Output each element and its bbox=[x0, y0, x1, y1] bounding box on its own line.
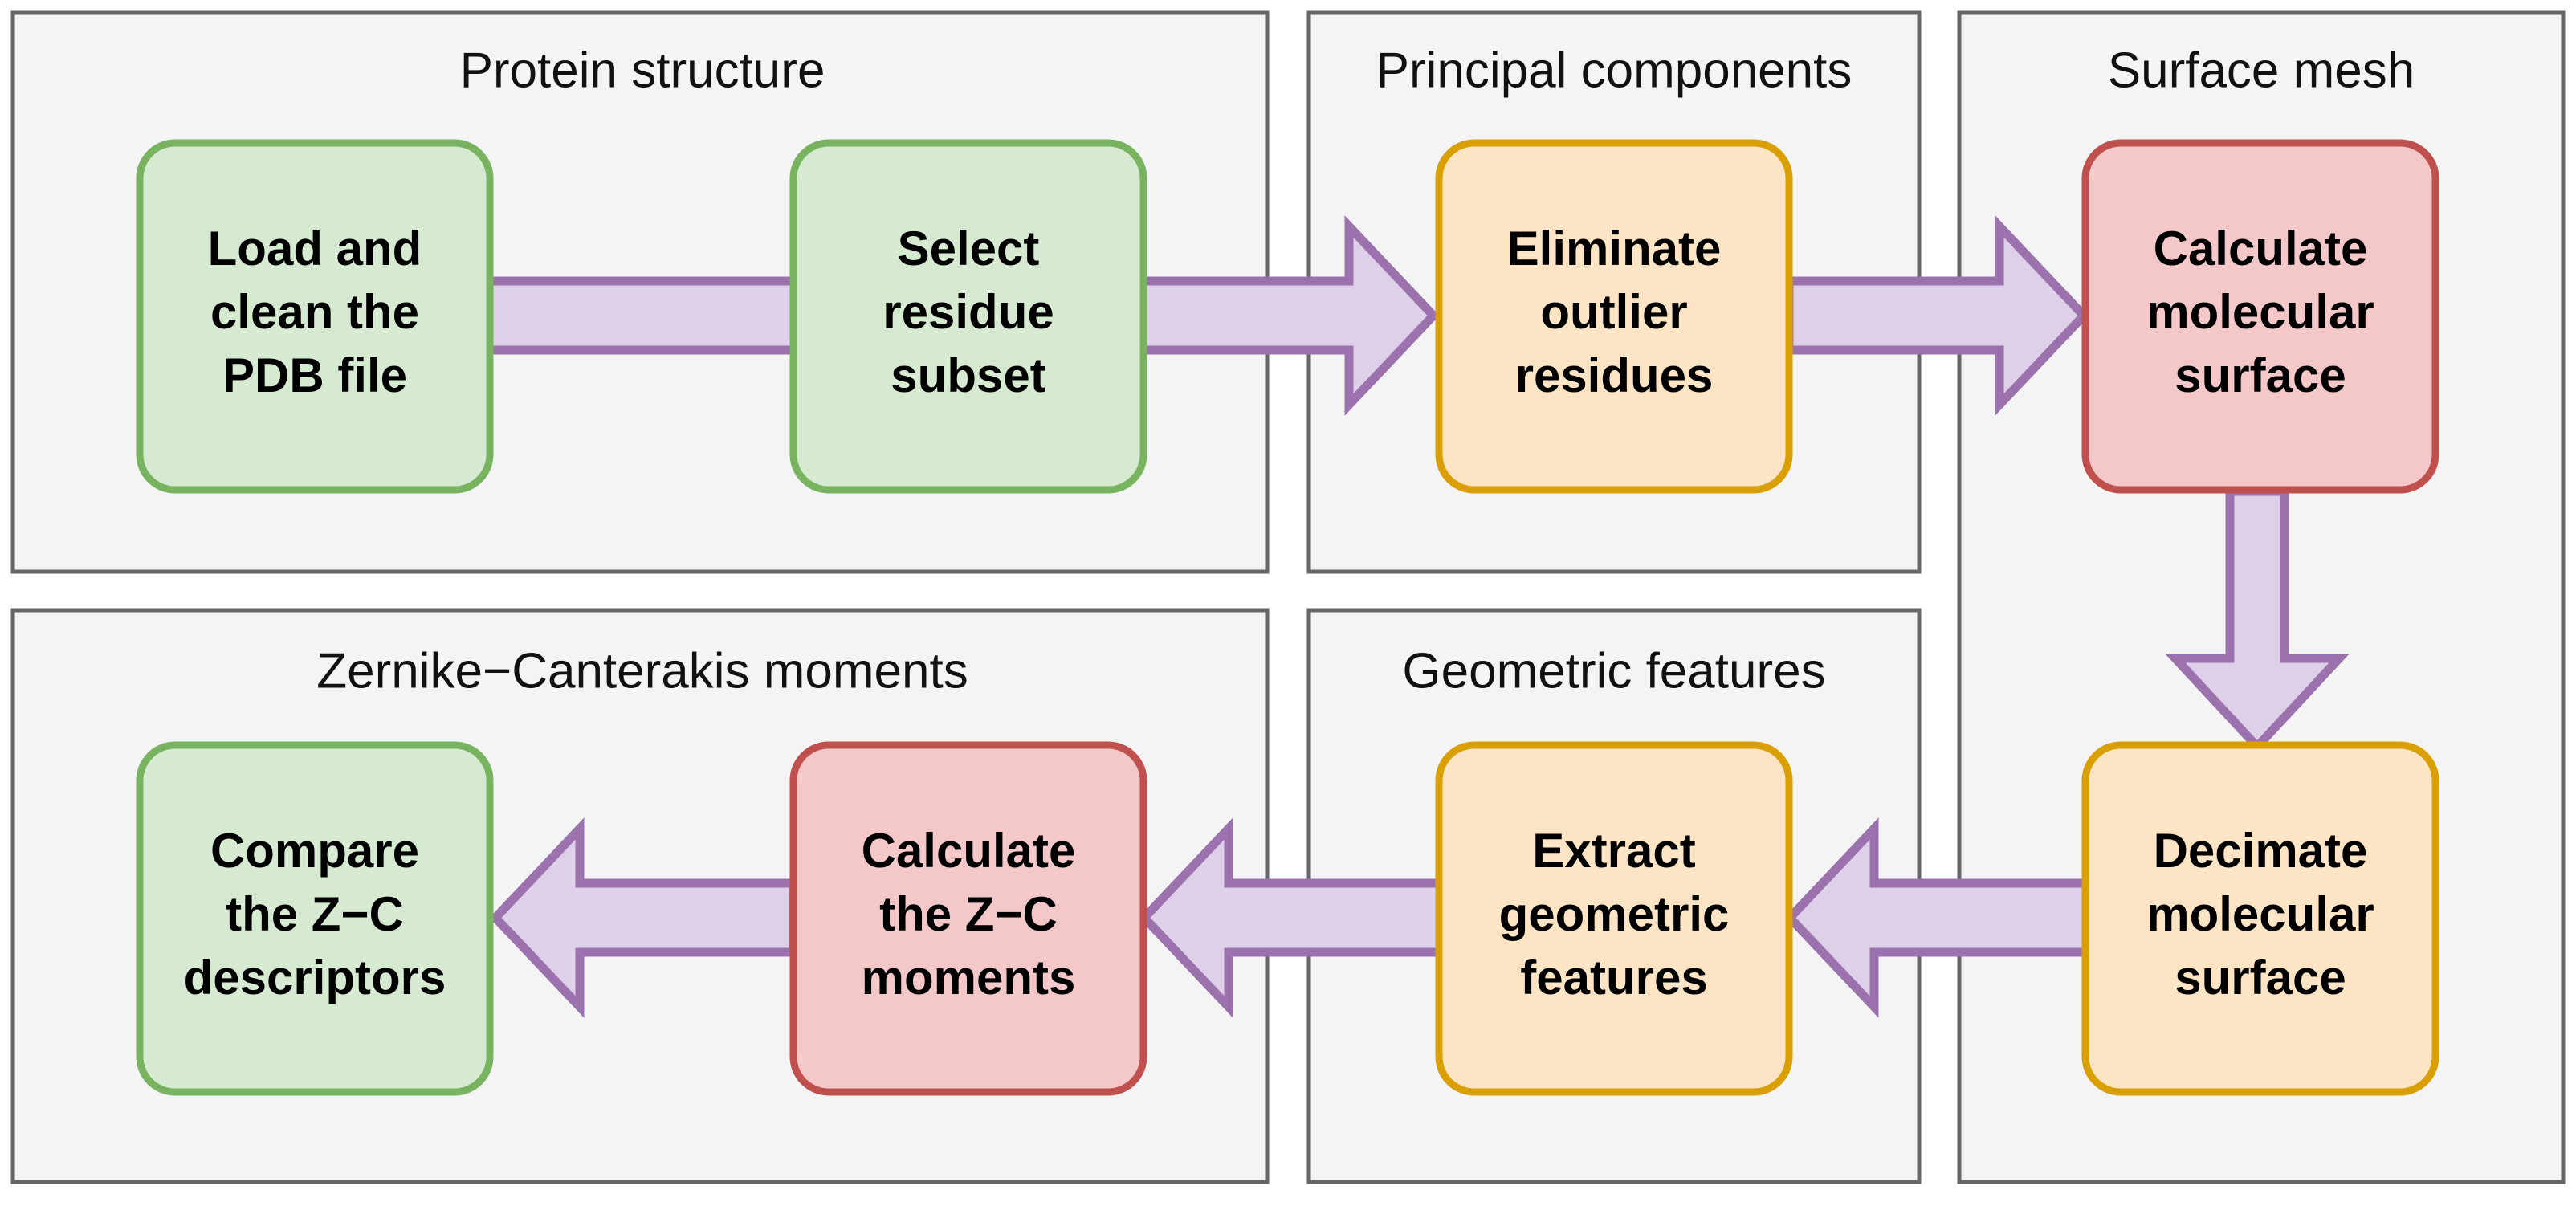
node-select-residue-subset-rect[interactable] bbox=[789, 139, 1147, 494]
node-calculate-molecular-surface-line-2: molecular bbox=[2146, 285, 2374, 339]
node-compare-zc-descriptors-line-3: descriptors bbox=[184, 951, 446, 1004]
node-calculate-zc-moments-rect[interactable] bbox=[789, 741, 1147, 1096]
node-decimate-molecular-surface[interactable]: Decimate molecular surface bbox=[2081, 741, 2439, 1096]
node-extract-geometric-features[interactable]: Extract geometric features bbox=[1435, 741, 1793, 1096]
node-decimate-molecular-surface-rect[interactable] bbox=[2081, 741, 2439, 1096]
node-load-clean-pdb-line-1: Load and bbox=[208, 222, 422, 275]
node-decimate-molecular-surface-line-1: Decimate bbox=[2154, 824, 2368, 878]
node-eliminate-outlier-residues-rect[interactable] bbox=[1435, 139, 1793, 494]
node-calculate-molecular-surface-line-3: surface bbox=[2175, 348, 2346, 402]
arrow-extract-to-moments bbox=[1138, 817, 1447, 1018]
node-calculate-zc-moments[interactable]: Calculate the Z−C moments bbox=[789, 741, 1147, 1096]
node-calculate-zc-moments-line-2: the Z−C bbox=[879, 887, 1058, 941]
node-calculate-zc-moments-line-1: Calculate bbox=[862, 824, 1076, 878]
node-extract-geometric-features-line-2: geometric bbox=[1499, 887, 1730, 941]
node-extract-geometric-features-line-3: features bbox=[1520, 951, 1707, 1004]
node-compare-zc-descriptors-line-1: Compare bbox=[210, 824, 419, 878]
node-decimate-molecular-surface-line-2: molecular bbox=[2146, 887, 2374, 941]
node-select-residue-subset[interactable]: Select residue subset bbox=[789, 139, 1147, 494]
node-eliminate-outlier-residues-line-2: outlier bbox=[1540, 285, 1687, 339]
node-extract-geometric-features-rect[interactable] bbox=[1435, 741, 1793, 1096]
panel-geometric-features-title: Geometric features bbox=[1402, 643, 1825, 699]
node-load-clean-pdb-line-3: PDB file bbox=[222, 348, 407, 402]
node-calculate-molecular-surface-line-1: Calculate bbox=[2154, 222, 2368, 275]
panel-surface-mesh-title: Surface mesh bbox=[2108, 43, 2415, 98]
node-calculate-zc-moments-line-3: moments bbox=[862, 951, 1076, 1004]
node-select-residue-subset-line-2: residue bbox=[882, 285, 1054, 339]
node-load-clean-pdb-rect[interactable] bbox=[136, 139, 494, 494]
node-select-residue-subset-line-1: Select bbox=[898, 222, 1040, 275]
arrow-calc-to-decimate bbox=[2165, 487, 2350, 754]
node-load-clean-pdb-line-2: clean the bbox=[210, 285, 419, 339]
arrow-moments-to-compare bbox=[489, 817, 798, 1018]
node-group: Load and clean the PDB file Select resid… bbox=[136, 139, 2439, 1096]
node-calculate-molecular-surface[interactable]: Calculate molecular surface bbox=[2081, 139, 2439, 494]
panel-zernike-canterakis-moments-title: Zernike−Canterakis moments bbox=[316, 643, 968, 699]
node-select-residue-subset-line-3: subset bbox=[891, 348, 1045, 402]
node-compare-zc-descriptors-rect[interactable] bbox=[136, 741, 494, 1096]
node-calculate-molecular-surface-rect[interactable] bbox=[2081, 139, 2439, 494]
arrow-eliminate-to-calc bbox=[1784, 215, 2090, 416]
node-compare-zc-descriptors[interactable]: Compare the Z−C descriptors bbox=[136, 741, 494, 1096]
arrow-decimate-to-extract bbox=[1783, 817, 2093, 1018]
node-load-clean-pdb[interactable]: Load and clean the PDB file bbox=[136, 139, 494, 494]
panel-principal-components-title: Principal components bbox=[1376, 43, 1853, 98]
arrow-select-to-eliminate bbox=[1134, 215, 1440, 416]
node-decimate-molecular-surface-line-3: surface bbox=[2175, 951, 2346, 1004]
node-eliminate-outlier-residues-line-3: residues bbox=[1515, 348, 1714, 402]
node-eliminate-outlier-residues[interactable]: Eliminate outlier residues bbox=[1435, 139, 1793, 494]
node-compare-zc-descriptors-line-2: the Z−C bbox=[226, 887, 404, 941]
node-extract-geometric-features-line-1: Extract bbox=[1532, 824, 1695, 878]
node-eliminate-outlier-residues-line-1: Eliminate bbox=[1507, 222, 1722, 275]
panel-protein-structure-title: Protein structure bbox=[460, 43, 825, 98]
